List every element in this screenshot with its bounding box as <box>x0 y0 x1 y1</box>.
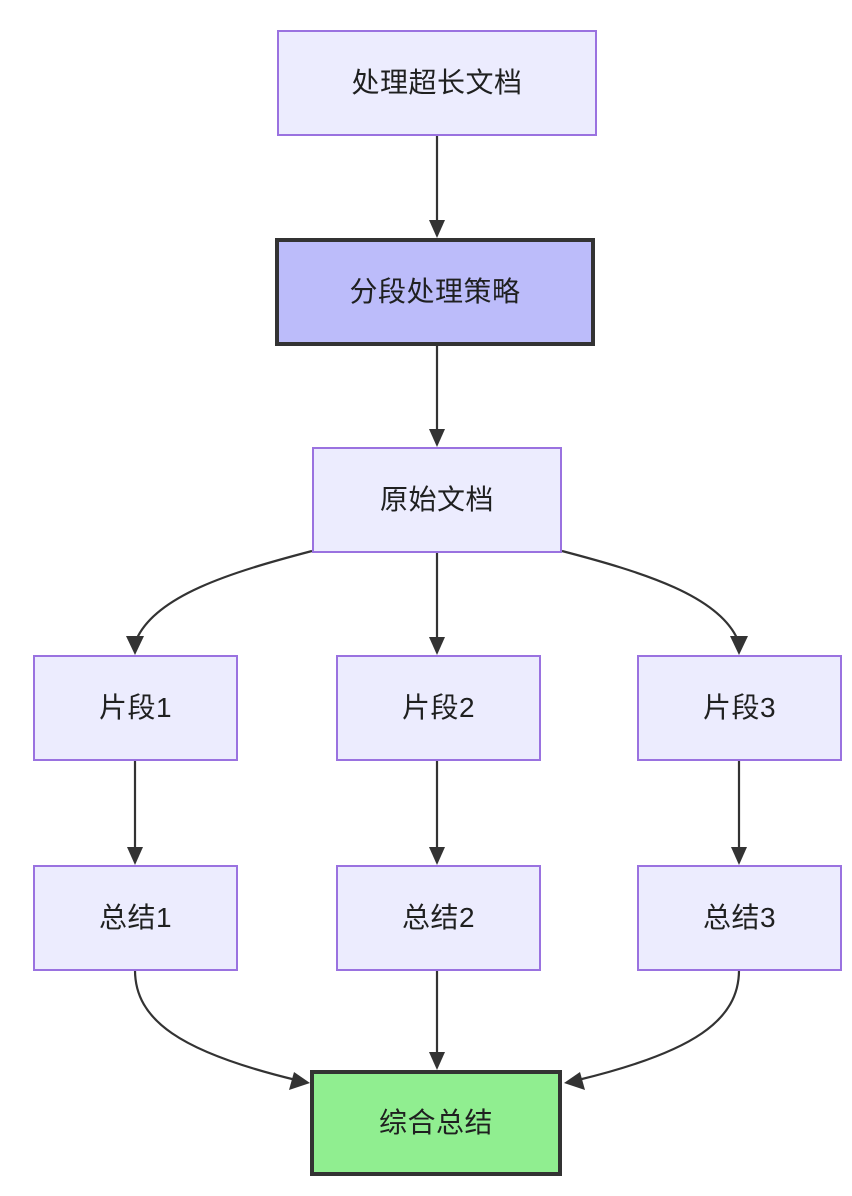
arrowhead-source-to-chunk2 <box>429 637 445 655</box>
node-label: 片段3 <box>702 692 777 724</box>
arrowhead-strategy-to-source <box>429 429 445 447</box>
node-label: 分段处理策略 <box>349 276 521 308</box>
node-summary-2[interactable]: 总结2 <box>336 865 541 971</box>
edge-source-to-chunk3 <box>561 549 741 644</box>
edge-source-to-chunk1 <box>133 549 313 644</box>
arrowhead-source-to-chunk1 <box>126 636 144 655</box>
node-label: 综合总结 <box>378 1107 493 1139</box>
arrowhead-chunk2-to-summary2 <box>429 847 445 865</box>
node-comprehensive-summary[interactable]: 综合总结 <box>310 1070 562 1176</box>
arrowhead-chunk3-to-summary3 <box>731 847 747 865</box>
node-process-long-document[interactable]: 处理超长文档 <box>277 30 597 136</box>
edge-summary3-to-final <box>577 969 741 1082</box>
arrowhead-title-to-strategy <box>429 220 445 238</box>
node-label: 原始文档 <box>379 484 494 516</box>
node-chunk-2[interactable]: 片段2 <box>336 655 541 761</box>
edge-summary1-to-final <box>133 969 297 1082</box>
node-label: 处理超长文档 <box>351 67 523 99</box>
node-label: 总结2 <box>401 902 476 934</box>
node-summary-3[interactable]: 总结3 <box>637 865 842 971</box>
node-chunking-strategy[interactable]: 分段处理策略 <box>275 238 595 346</box>
arrowhead-chunk1-to-summary1 <box>127 847 143 865</box>
node-summary-1[interactable]: 总结1 <box>33 865 238 971</box>
node-label: 片段1 <box>98 692 173 724</box>
arrowhead-source-to-chunk3 <box>730 636 748 655</box>
arrowhead-summary2-to-final <box>429 1052 445 1070</box>
node-source-document[interactable]: 原始文档 <box>312 447 562 553</box>
node-chunk-1[interactable]: 片段1 <box>33 655 238 761</box>
node-label: 总结1 <box>98 902 173 934</box>
node-label: 总结3 <box>702 902 777 934</box>
node-chunk-3[interactable]: 片段3 <box>637 655 842 761</box>
node-label: 片段2 <box>401 692 476 724</box>
arrowhead-summary3-to-final <box>564 1072 585 1090</box>
arrowhead-summary1-to-final <box>289 1072 310 1090</box>
